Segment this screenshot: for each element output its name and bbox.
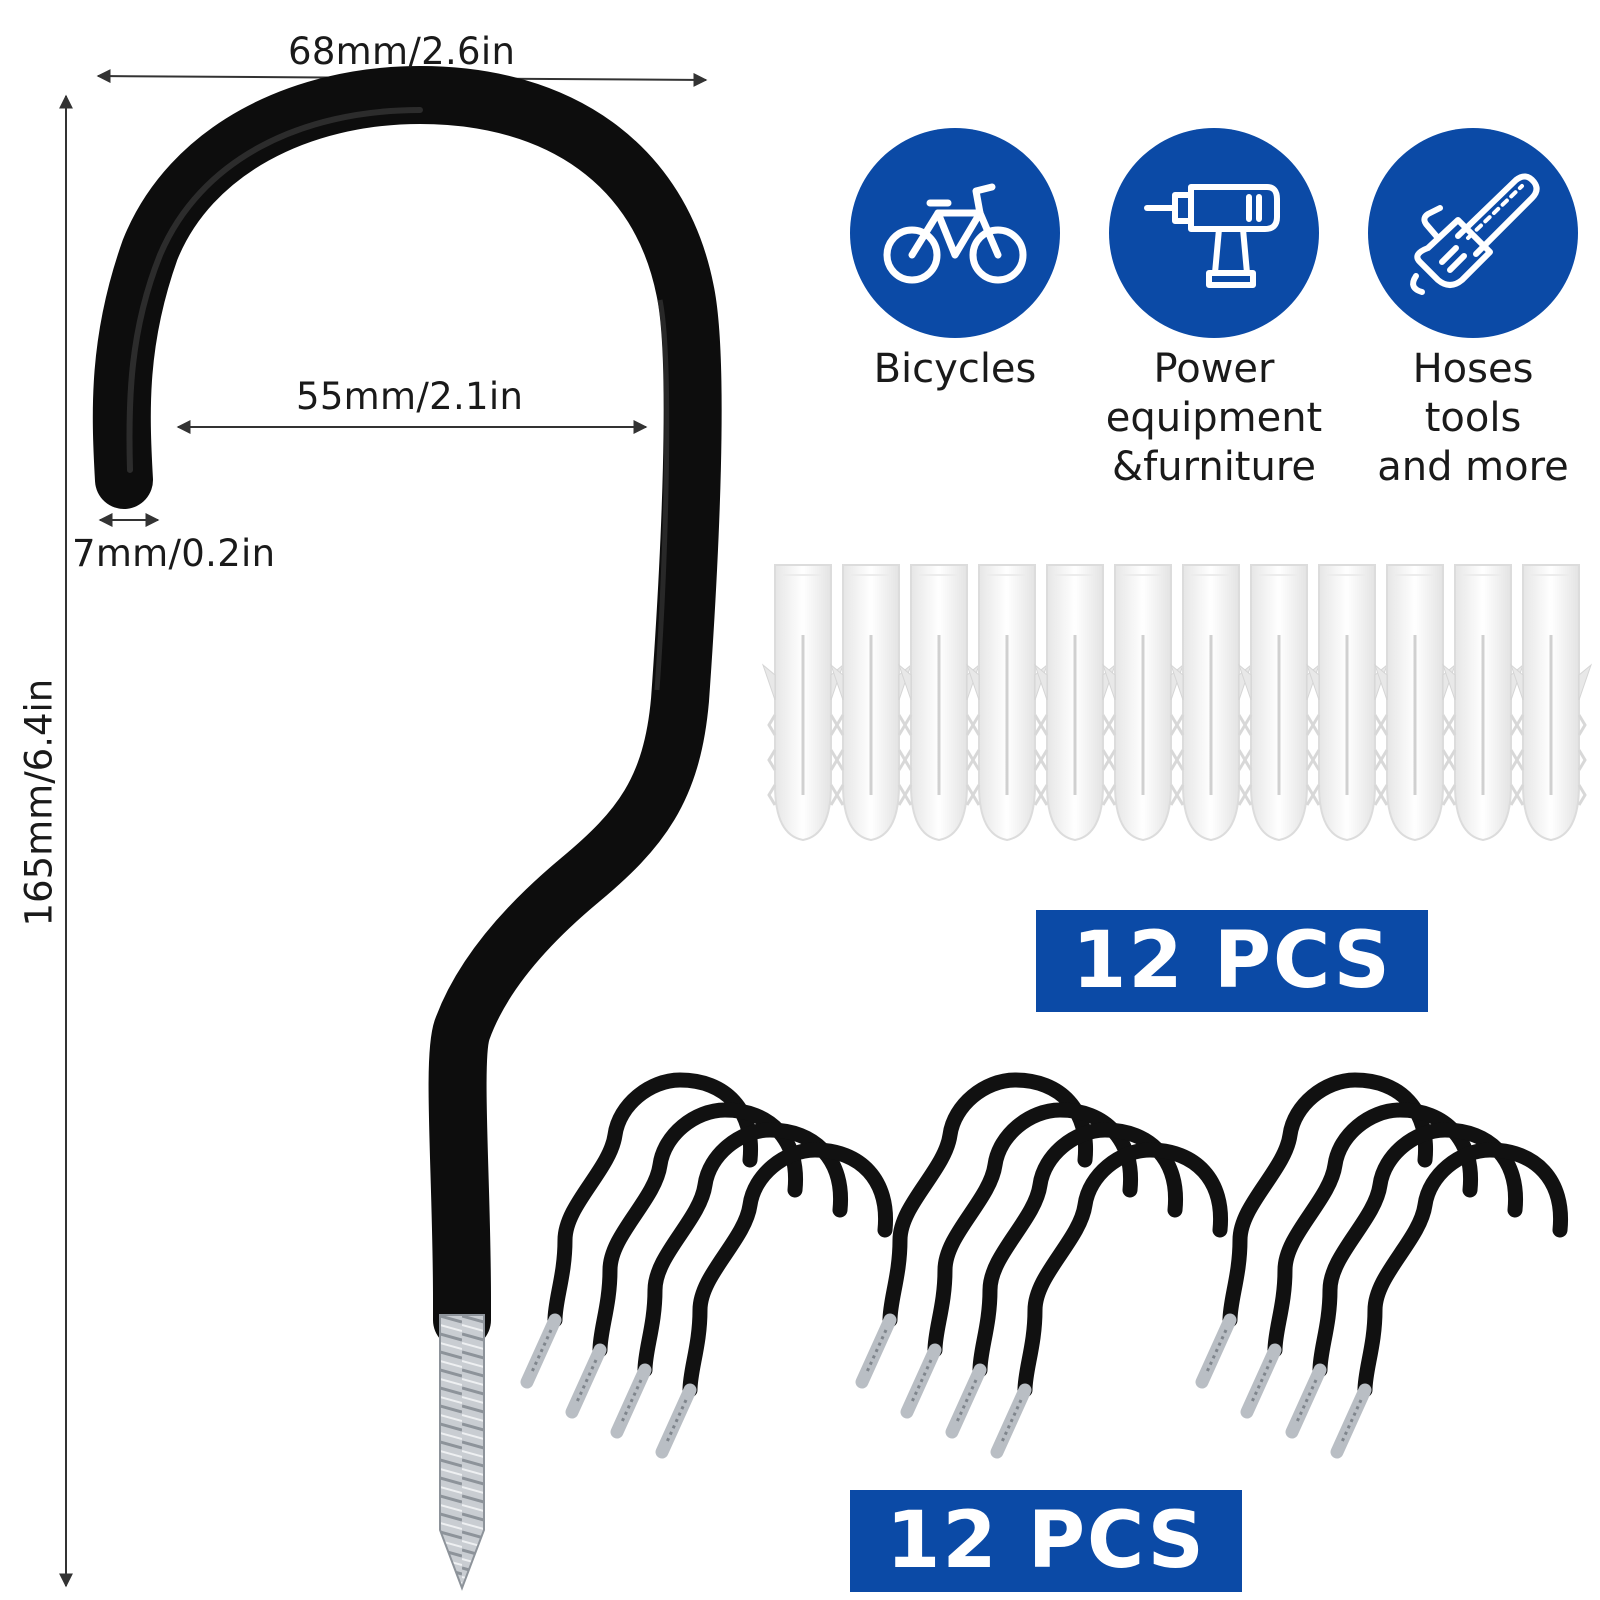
use-bicycles [850, 128, 1060, 338]
anchors-quantity-badge: 12 PCS [1036, 910, 1428, 1012]
use-label-power-equipment: Power equipment &furniture [1105, 346, 1323, 490]
wall-anchors [761, 563, 1593, 842]
power-drill-icon [1144, 184, 1280, 288]
overall-height-label: 165mm/6.4in [17, 678, 61, 927]
tip-diameter-label: 7mm/0.2in [72, 532, 276, 575]
large-hook [92, 65, 722, 1591]
use-label-bicycles: Bicycles [873, 346, 1037, 392]
inner-width-label: 55mm/2.1in [296, 375, 524, 418]
use-label-hoses-tools: Hoses tools and more [1377, 346, 1569, 490]
bicycle-icon [883, 183, 1027, 284]
overall-width-label: 68mm/2.6in [288, 30, 516, 73]
chainsaw-icon [1410, 173, 1540, 295]
small-hooks [527, 1080, 1561, 1452]
hooks-quantity-badge: 12 PCS [850, 1490, 1242, 1592]
use-hoses-tools [1368, 128, 1578, 338]
use-power-equipment [1109, 128, 1319, 338]
